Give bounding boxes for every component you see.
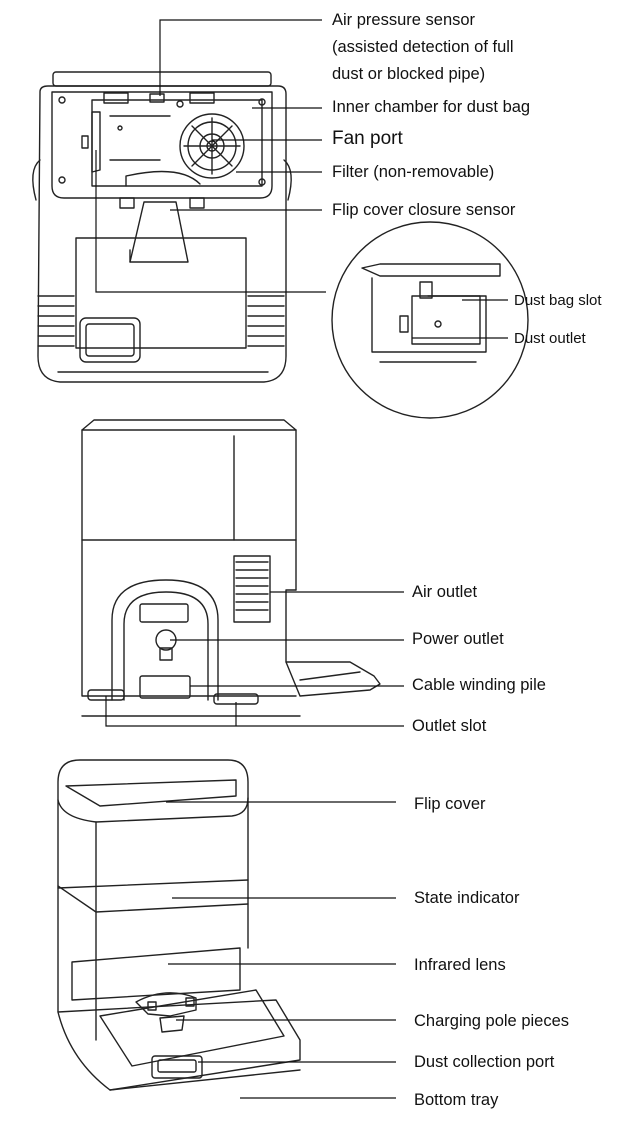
label-air-pressure-sensor-2: (assisted detection of full <box>332 38 514 56</box>
label-outlet-slot: Outlet slot <box>412 717 487 735</box>
label-state-indicator: State indicator <box>414 889 520 907</box>
leader-dust-bag-slot-mag <box>95 150 326 293</box>
label-cable-winding-pile: Cable winding pile <box>412 676 546 694</box>
label-dust-bag-slot: Dust bag slot <box>514 292 602 309</box>
label-dust-collection-port: Dust collection port <box>414 1053 555 1071</box>
label-air-pressure-sensor-1: Air pressure sensor <box>332 11 476 29</box>
label-fan-port: Fan port <box>332 128 403 149</box>
leader-lines <box>95 19 508 1099</box>
label-dust-outlet: Dust outlet <box>514 330 586 347</box>
label-bottom-tray: Bottom tray <box>414 1091 499 1109</box>
leader-outlet-slot <box>105 696 404 727</box>
label-flip-cover-closure-sensor: Flip cover closure sensor <box>332 201 516 219</box>
front-view-illustration <box>57 759 301 1091</box>
top-view-illustration <box>32 71 292 383</box>
label-filter: Filter (non-removable) <box>332 163 495 181</box>
side-view-illustration <box>81 419 381 717</box>
label-air-pressure-sensor-3: dust or blocked pipe) <box>332 65 486 83</box>
label-inner-chamber: Inner chamber for dust bag <box>332 98 531 116</box>
label-air-outlet: Air outlet <box>412 583 478 601</box>
leader-air-pressure-sensor <box>159 19 322 96</box>
label-power-outlet: Power outlet <box>412 630 504 648</box>
label-flip-cover: Flip cover <box>414 795 486 813</box>
label-charging-pole-pieces: Charging pole pieces <box>414 1012 570 1030</box>
magnified-detail-illustration <box>331 221 529 419</box>
label-infrared-lens: Infrared lens <box>414 956 506 974</box>
